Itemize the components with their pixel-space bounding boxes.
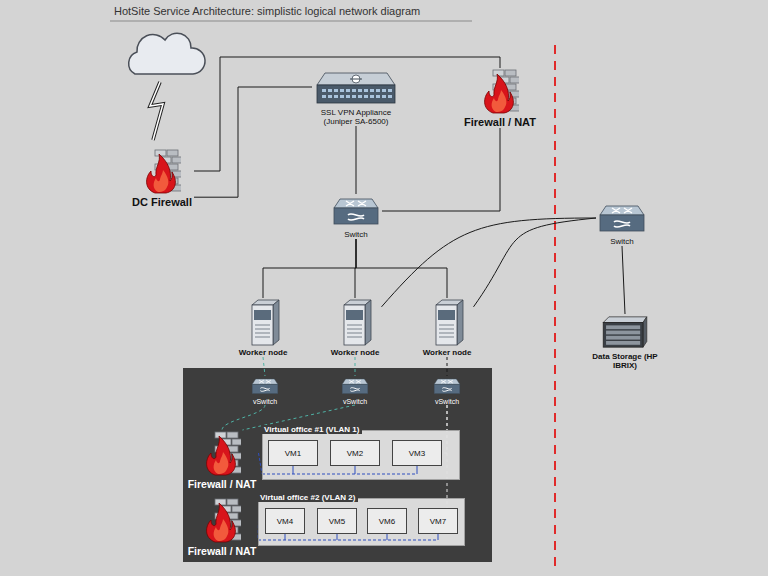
server-node: Worker node <box>421 298 474 357</box>
bus-tick <box>387 534 388 540</box>
bus-tick <box>293 466 294 474</box>
firewall-icon <box>203 497 241 543</box>
node-label: vSwitch <box>435 398 459 405</box>
node-label: VM7 <box>430 517 446 526</box>
firewall-icon <box>143 148 181 194</box>
node-label: Virtual office #2 (VLAN 2) <box>257 493 358 502</box>
server-node: Worker node <box>237 298 290 357</box>
connector <box>474 218 597 307</box>
server-icon <box>428 298 466 346</box>
vlan-bus <box>262 474 417 475</box>
node-label: Worker node <box>423 348 472 357</box>
vm-box: VM3 <box>392 440 442 466</box>
node-label: Switch <box>344 230 368 239</box>
vm-box: VM5 <box>317 508 357 534</box>
firewall-node: Firewall / NAT <box>462 68 538 128</box>
connector <box>622 246 625 314</box>
node-label: SSL VPN Appliance (Juniper SA-6500) <box>317 108 395 126</box>
connector <box>447 405 448 508</box>
switch-node: Switch <box>596 201 648 246</box>
vm-box: VM2 <box>330 440 380 466</box>
connector <box>356 239 447 298</box>
vswitch-icon <box>251 376 279 396</box>
bus-tick <box>355 466 356 474</box>
connector <box>382 218 597 307</box>
node-label: VM1 <box>285 449 301 458</box>
title-rule <box>110 21 472 22</box>
switch-icon <box>598 201 646 235</box>
connector <box>442 405 447 453</box>
diagram-title: HotSite Service Architecture: simplistic… <box>114 5 420 17</box>
server-icon <box>336 298 374 346</box>
node-label: Switch <box>610 237 634 246</box>
office-fill <box>262 430 460 480</box>
bus-tick <box>337 534 338 540</box>
connector <box>194 57 500 171</box>
vm-box: VM1 <box>268 440 318 466</box>
node-label: Worker node <box>239 348 288 357</box>
node-label: VM5 <box>329 517 345 526</box>
firewall-node: Firewall / NAT <box>186 497 259 557</box>
bus-tick <box>285 534 286 540</box>
vswitch-icon <box>341 376 369 396</box>
boundary-line <box>554 45 556 566</box>
firewall-node: Firewall / NAT <box>186 430 259 490</box>
vpn-node: SSL VPN Appliance (Juniper SA-6500) <box>312 68 400 126</box>
node-label: Firewall / NAT <box>464 116 536 128</box>
connector <box>447 357 448 376</box>
vswitch-node: vSwitch <box>431 376 463 405</box>
connector <box>356 126 357 194</box>
vswitch-icon <box>433 376 461 396</box>
server-node: Worker node <box>329 298 382 357</box>
switch-node: Switch <box>330 194 382 239</box>
vm-box: VM6 <box>367 508 407 534</box>
vswitch-node: vSwitch <box>339 376 371 405</box>
vswitch-node: vSwitch <box>249 376 281 405</box>
office-group: Virtual office #2 (VLAN 2) VM4 VM5 VM6 VM7 <box>258 486 465 546</box>
node-label: VM6 <box>379 517 395 526</box>
node-label: VM3 <box>409 449 425 458</box>
bus-tick <box>438 534 439 540</box>
node-label: VM4 <box>277 517 293 526</box>
server-icon <box>244 298 282 346</box>
storage-node: Data Storage (HP IBRIX) <box>590 314 660 370</box>
connector <box>382 128 500 211</box>
vpn-appliance-icon <box>314 68 398 106</box>
firewall-icon <box>203 430 241 476</box>
storage-icon <box>598 314 652 350</box>
office-fill <box>258 498 465 546</box>
connector <box>263 357 265 376</box>
vm-box: VM7 <box>418 508 458 534</box>
node-label: Data Storage (HP IBRIX) <box>592 352 658 370</box>
node-label: vSwitch <box>343 398 367 405</box>
bus-tick <box>417 466 418 474</box>
node-label: DC Firewall <box>132 196 192 208</box>
node-label: Firewall / NAT <box>188 478 257 490</box>
connector <box>355 357 356 376</box>
node-label: VM2 <box>347 449 363 458</box>
office-group: Virtual office #1 (VLAN 1) VM1 VM2 VM3 <box>262 418 460 480</box>
node-label: Firewall / NAT <box>188 545 257 557</box>
node-label: vSwitch <box>253 398 277 405</box>
node-label: Worker node <box>331 348 380 357</box>
lightning-link <box>150 82 163 140</box>
switch-icon <box>332 194 380 228</box>
vm-box: VM4 <box>265 508 305 534</box>
connector <box>194 87 312 197</box>
node-label: Virtual office #1 (VLAN 1) <box>261 425 362 434</box>
vlan-bus <box>258 540 438 541</box>
internet-cloud <box>129 33 205 74</box>
firewall-node: DC Firewall <box>130 148 194 208</box>
firewall-icon <box>481 68 519 114</box>
connector <box>263 239 356 298</box>
lightning-link <box>150 82 163 140</box>
